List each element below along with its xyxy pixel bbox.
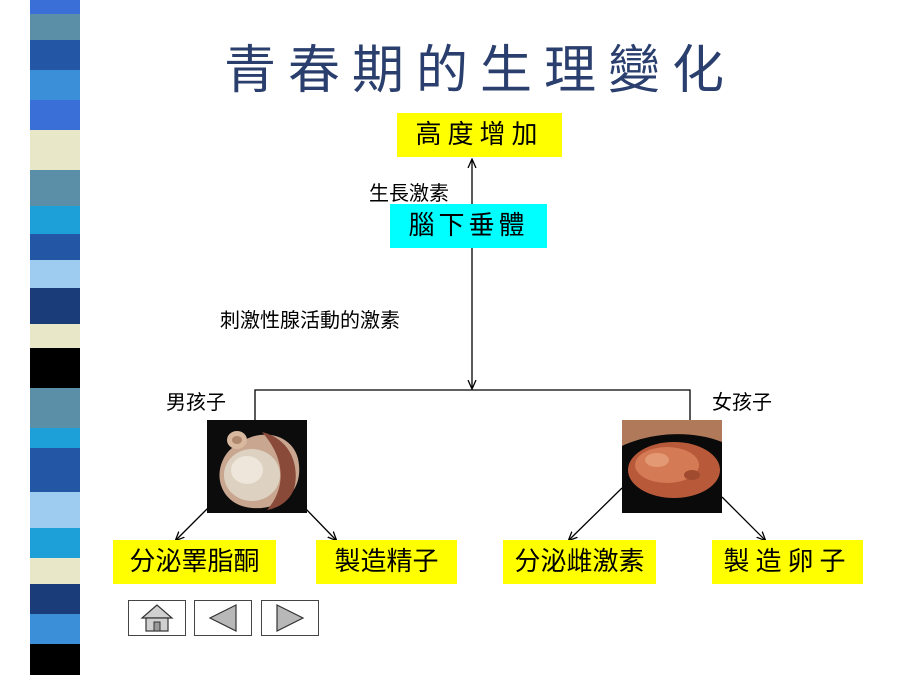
arrow-sperm bbox=[304, 507, 336, 540]
node-height-increase: 高度增加 bbox=[397, 113, 562, 157]
next-button[interactable] bbox=[261, 600, 319, 636]
arrow-female-hormone bbox=[569, 487, 623, 540]
node-male-hormone: 分泌睪脂酮 bbox=[113, 540, 276, 584]
page-title: 青春期的生理變化 bbox=[223, 41, 736, 101]
branch-line bbox=[254, 389, 691, 420]
arrow-egg bbox=[721, 496, 765, 540]
label-boy: 男孩子 bbox=[166, 390, 226, 414]
home-button[interactable] bbox=[128, 600, 186, 636]
ovary-photo bbox=[622, 420, 722, 513]
node-female-hormone: 分泌雌激素 bbox=[503, 540, 656, 584]
home-icon bbox=[140, 604, 174, 632]
node-pituitary: 腦下垂體 bbox=[390, 204, 547, 248]
arrow-male-hormone bbox=[176, 507, 209, 540]
label-girl: 女孩子 bbox=[712, 390, 772, 414]
triangle-left-icon bbox=[208, 604, 237, 632]
node-egg: 製造卵子 bbox=[712, 540, 863, 584]
decorative-stripe-bar bbox=[30, 0, 80, 675]
label-growth-hormone: 生長激素 bbox=[369, 181, 449, 205]
prev-button[interactable] bbox=[194, 600, 252, 636]
triangle-right-icon bbox=[276, 604, 305, 632]
testis-photo bbox=[207, 420, 307, 513]
node-sperm: 製造精子 bbox=[316, 540, 457, 584]
label-gonad-hormone: 刺激性腺活動的激素 bbox=[220, 308, 400, 332]
